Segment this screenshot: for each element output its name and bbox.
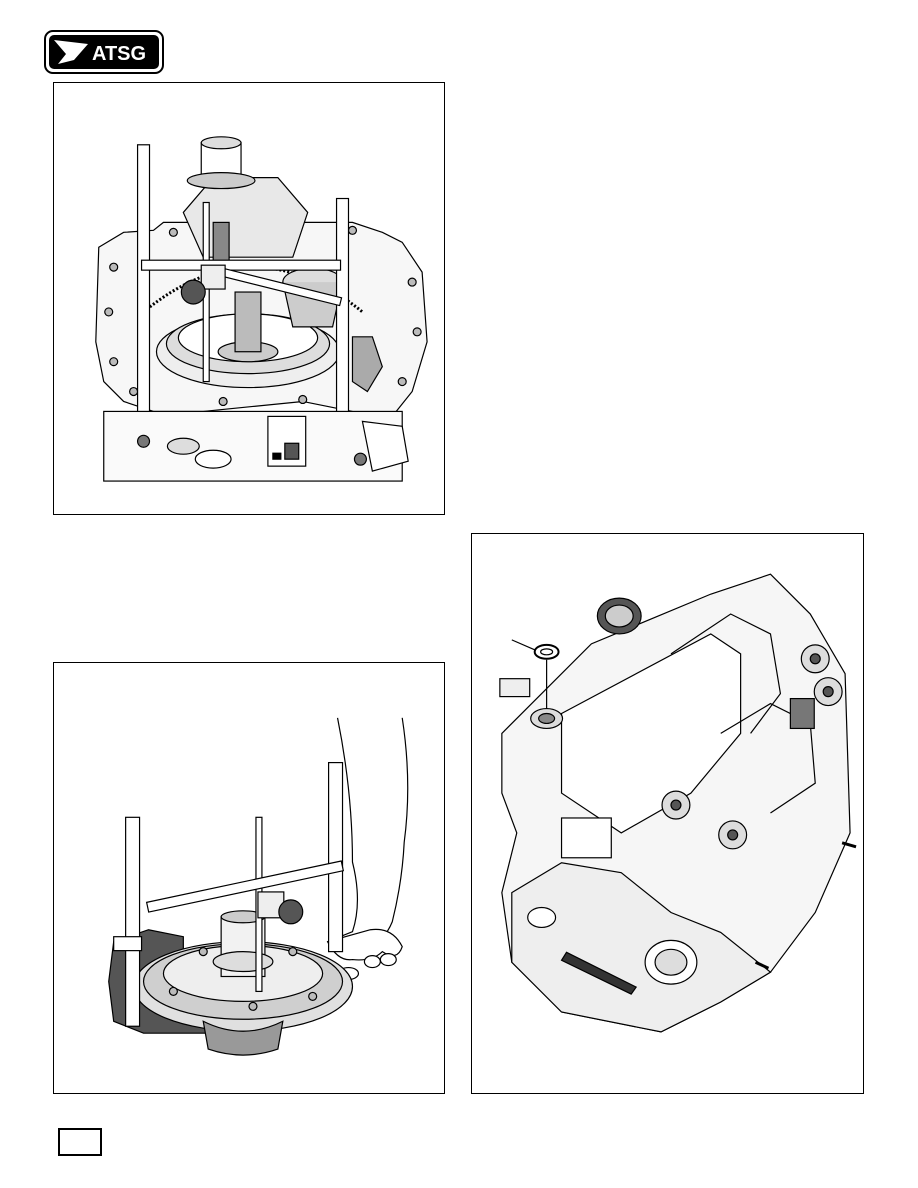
atsg-logo-graphic: ATSG <box>44 30 164 74</box>
logo-text: ATSG <box>92 43 146 65</box>
transmission-case-illustration <box>499 573 857 1033</box>
figure-differential-fixture <box>53 82 445 515</box>
page-number-box <box>58 1128 102 1156</box>
pump-fixture-illustration <box>108 717 409 1056</box>
figure-transmission-case <box>471 533 864 1094</box>
differential-fixture-illustration <box>95 136 428 482</box>
figure-pump-fixture <box>53 662 445 1094</box>
atsg-logo: ATSG <box>44 30 164 74</box>
